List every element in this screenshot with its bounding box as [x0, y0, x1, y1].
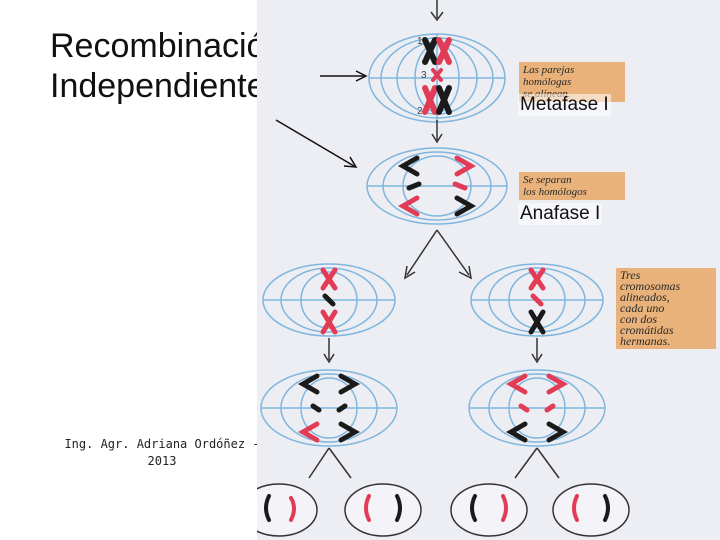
anaphase-ii-spindle-left: [261, 370, 397, 446]
meiosis-figure: 1 3 2 Las parejas homólogas se alinean. …: [257, 0, 720, 540]
author-year: 2013: [62, 453, 262, 470]
note-line: Las parejas: [523, 64, 621, 76]
daughter-cell-2: [345, 484, 421, 536]
note-line: Se separan: [523, 174, 621, 186]
slide-title: Recombinación Independiente.: [50, 26, 284, 106]
author-credit: Ing. Agr. Adriana Ordóñez - 2013: [62, 436, 262, 470]
anaphase-ii-spindle-right: [469, 370, 605, 446]
metaphase-chromosome-1-maternal: [425, 40, 435, 62]
metaphase-ii-chromosomes-left: [323, 270, 335, 332]
metaphase-chromosome-2-paternal: [425, 88, 435, 112]
note-line: los homólogos: [523, 186, 621, 198]
note-homologs-separate: Se separan los homólogos: [519, 172, 625, 200]
chromosome-label-3: 3: [421, 70, 427, 81]
chromosome-label-1: 1: [417, 36, 423, 47]
note-three-chromosomes: Tres cromosomas alineados, cada uno con …: [616, 268, 716, 349]
metaphase-ii-chromosomes-right: [531, 270, 543, 332]
note-line: homólogas: [523, 76, 621, 88]
chromosome-label-2: 2: [417, 106, 423, 117]
anaphase-spindle: [367, 148, 507, 224]
phase-label-metaphase: Metafase I: [518, 94, 611, 116]
split-arrow-right: [437, 230, 469, 275]
slide-title-line-2: Independiente.: [50, 66, 284, 106]
note-line: hermanas.: [620, 336, 712, 347]
metaphase-chromosome-2-maternal: [439, 88, 449, 112]
phase-label-anaphase: Anafase I: [518, 203, 602, 225]
metaphase-chromosome-1-paternal: [439, 40, 449, 62]
slide-title-line-1: Recombinación: [50, 26, 284, 66]
author-name: Ing. Agr. Adriana Ordóñez -: [62, 436, 262, 453]
daughter-cell-4: [553, 484, 629, 536]
daughter-cell-3: [451, 484, 527, 536]
split-arrow-left: [407, 230, 437, 275]
